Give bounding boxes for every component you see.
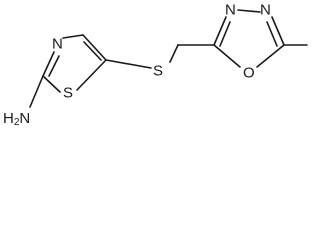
atom-oxadiazole-o: O [243,65,255,82]
bond-n4-c5 [271,16,285,46]
bond-c4-c5 [82,34,107,61]
bond-c2-s1 [42,75,61,93]
linker [105,44,215,69]
atom-oxadiazole-n2: N [260,2,271,19]
atom-thiazole-s: S [63,85,73,102]
bond-c2-n3 [213,16,227,46]
bond-c2-nh2 [29,75,44,108]
bond-s1-c5 [76,59,107,91]
bond-n3-n4 [237,9,261,13]
bond-c5-s [105,59,152,69]
bond-c4-c5-inner [83,41,102,61]
bond-c2-n3-inner [219,21,231,47]
bond-s-ch2 [169,44,179,63]
atom-amine-nh2: H2N [3,110,30,128]
bond-c4-n3 [62,34,84,39]
atom-thioether-s: S [153,63,163,80]
bond-o1-c2 [213,44,241,68]
bond-n4-c5-inner [266,21,278,47]
atom-thiazole-n: N [52,36,63,53]
atom-oxadiazole-n1: N [225,2,236,19]
oxadiazole-ring [213,9,308,68]
amine-n-label: N [19,110,30,127]
bond-c5-o1 [256,44,285,68]
thiazole-ring [29,34,107,108]
amine-h-label: H [3,110,14,127]
bond-n3-c2 [42,51,55,77]
amine-subscript: 2 [14,117,20,128]
molecule-structure: N S H2N S N N O [3,2,308,128]
bond-n3-c2-inner [48,55,60,77]
